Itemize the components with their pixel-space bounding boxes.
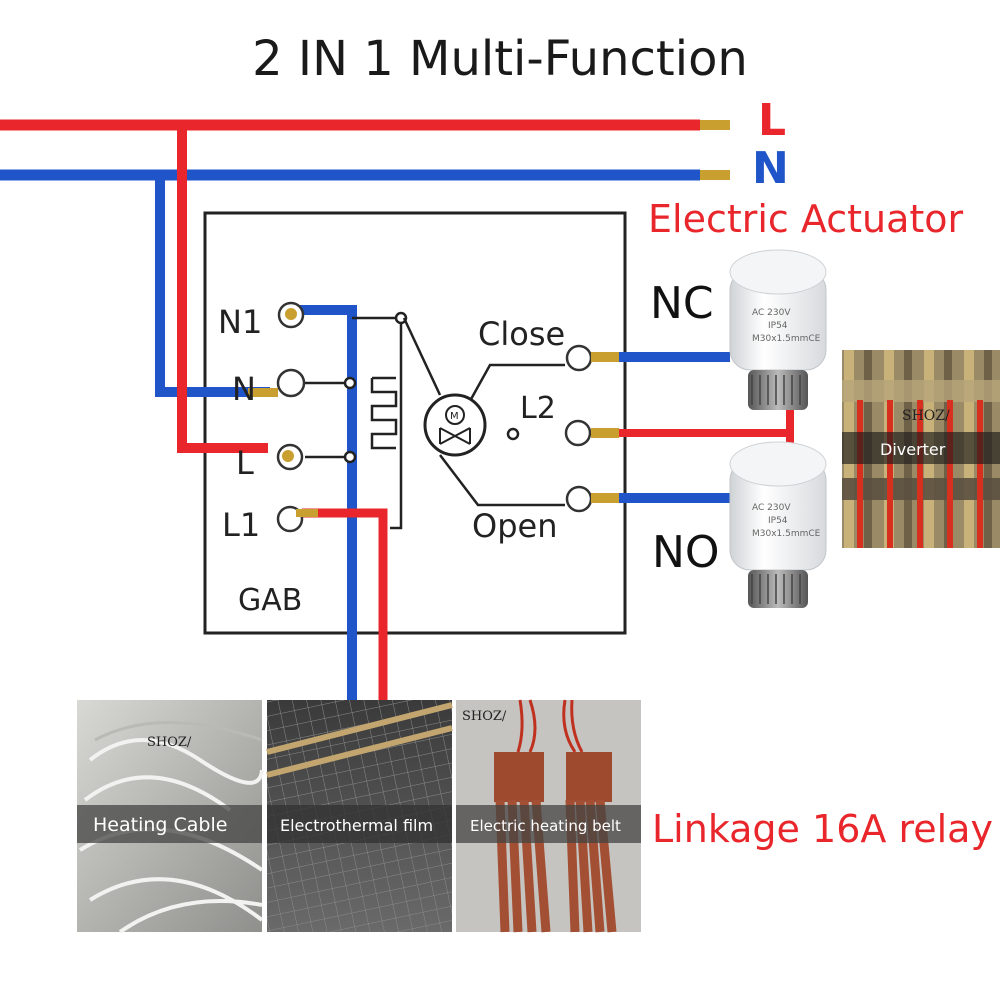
terminal-n1: N1 — [218, 301, 305, 341]
terminal-l-label: L — [236, 444, 254, 482]
diverter-label: Diverter — [880, 440, 946, 459]
terminal-l2-label: L2 — [520, 391, 556, 426]
svg-text:M: M — [450, 411, 459, 422]
actuator-nc-spec-3: M30x1.5mmCE — [752, 334, 821, 344]
terminal-l1: L1 — [222, 505, 318, 544]
terminal-open: Open — [472, 485, 619, 545]
live-wire-tip — [700, 120, 730, 130]
live-line-label: L — [758, 95, 786, 146]
load-label-heating-cable: Heating Cable — [93, 814, 227, 836]
n1-output-wire — [296, 305, 357, 700]
heating-cable-brand: SHOZ/ — [147, 735, 192, 750]
heating-belt-photo: SHOZ/ Electric heating belt — [456, 699, 641, 933]
heating-cable-photo: SHOZ/ Heating Cable — [77, 700, 264, 934]
actuator-nc-spec-2: IP54 — [768, 321, 788, 331]
actuator-heading: Electric Actuator — [648, 197, 964, 241]
terminal-l: L — [236, 443, 304, 482]
actuator-no-spec-2: IP54 — [768, 516, 788, 526]
actuator-nc-spec-1: AC 230V — [752, 308, 791, 318]
l2-wire — [619, 410, 794, 437]
neutral-drop-wire — [155, 175, 270, 397]
diverter-photo: Diverter SHOZ/ — [842, 350, 1000, 548]
electrothermal-film-photo: Electrothermal film — [266, 700, 453, 932]
terminal-n: N — [232, 368, 306, 408]
actuator-no-spec-1: AC 230V — [752, 503, 791, 513]
controller-box — [203, 211, 627, 635]
terminal-open-label: Open — [472, 507, 557, 545]
diagram-title: 2 IN 1 Multi-Function — [252, 31, 748, 87]
linkage-relay-heading: Linkage 16A relay — [652, 807, 993, 851]
load-label-electrothermal-film: Electrothermal film — [280, 816, 433, 835]
actuator-nc-label: NC — [650, 278, 714, 329]
diverter-brand: SHOZ/ — [902, 408, 950, 424]
actuator-nc: AC 230V IP54 M30x1.5mmCE — [729, 249, 827, 410]
motor-icon: M — [423, 393, 487, 457]
neutral-wire-tip — [700, 170, 730, 180]
controller-name: GAB — [238, 583, 302, 618]
terminal-close: Close — [478, 315, 619, 372]
heating-belt-brand: SHOZ/ — [462, 709, 507, 724]
actuator-no: AC 230V IP54 M30x1.5mmCE — [729, 441, 827, 608]
actuator-no-spec-3: M30x1.5mmCE — [752, 529, 821, 539]
load-label-electric-heating-belt: Electric heating belt — [470, 817, 621, 835]
terminal-n1-label: N1 — [218, 303, 262, 341]
terminal-close-label: Close — [478, 315, 565, 353]
terminal-n-label: N — [232, 370, 256, 408]
neutral-line-label: N — [752, 143, 789, 194]
actuator-no-label: NO — [652, 527, 720, 578]
l1-output-wire — [302, 508, 388, 700]
terminal-l2: L2 — [506, 391, 619, 447]
internal-wiring — [305, 311, 565, 530]
live-drop-wire — [177, 125, 268, 453]
terminal-l1-label: L1 — [222, 506, 260, 544]
